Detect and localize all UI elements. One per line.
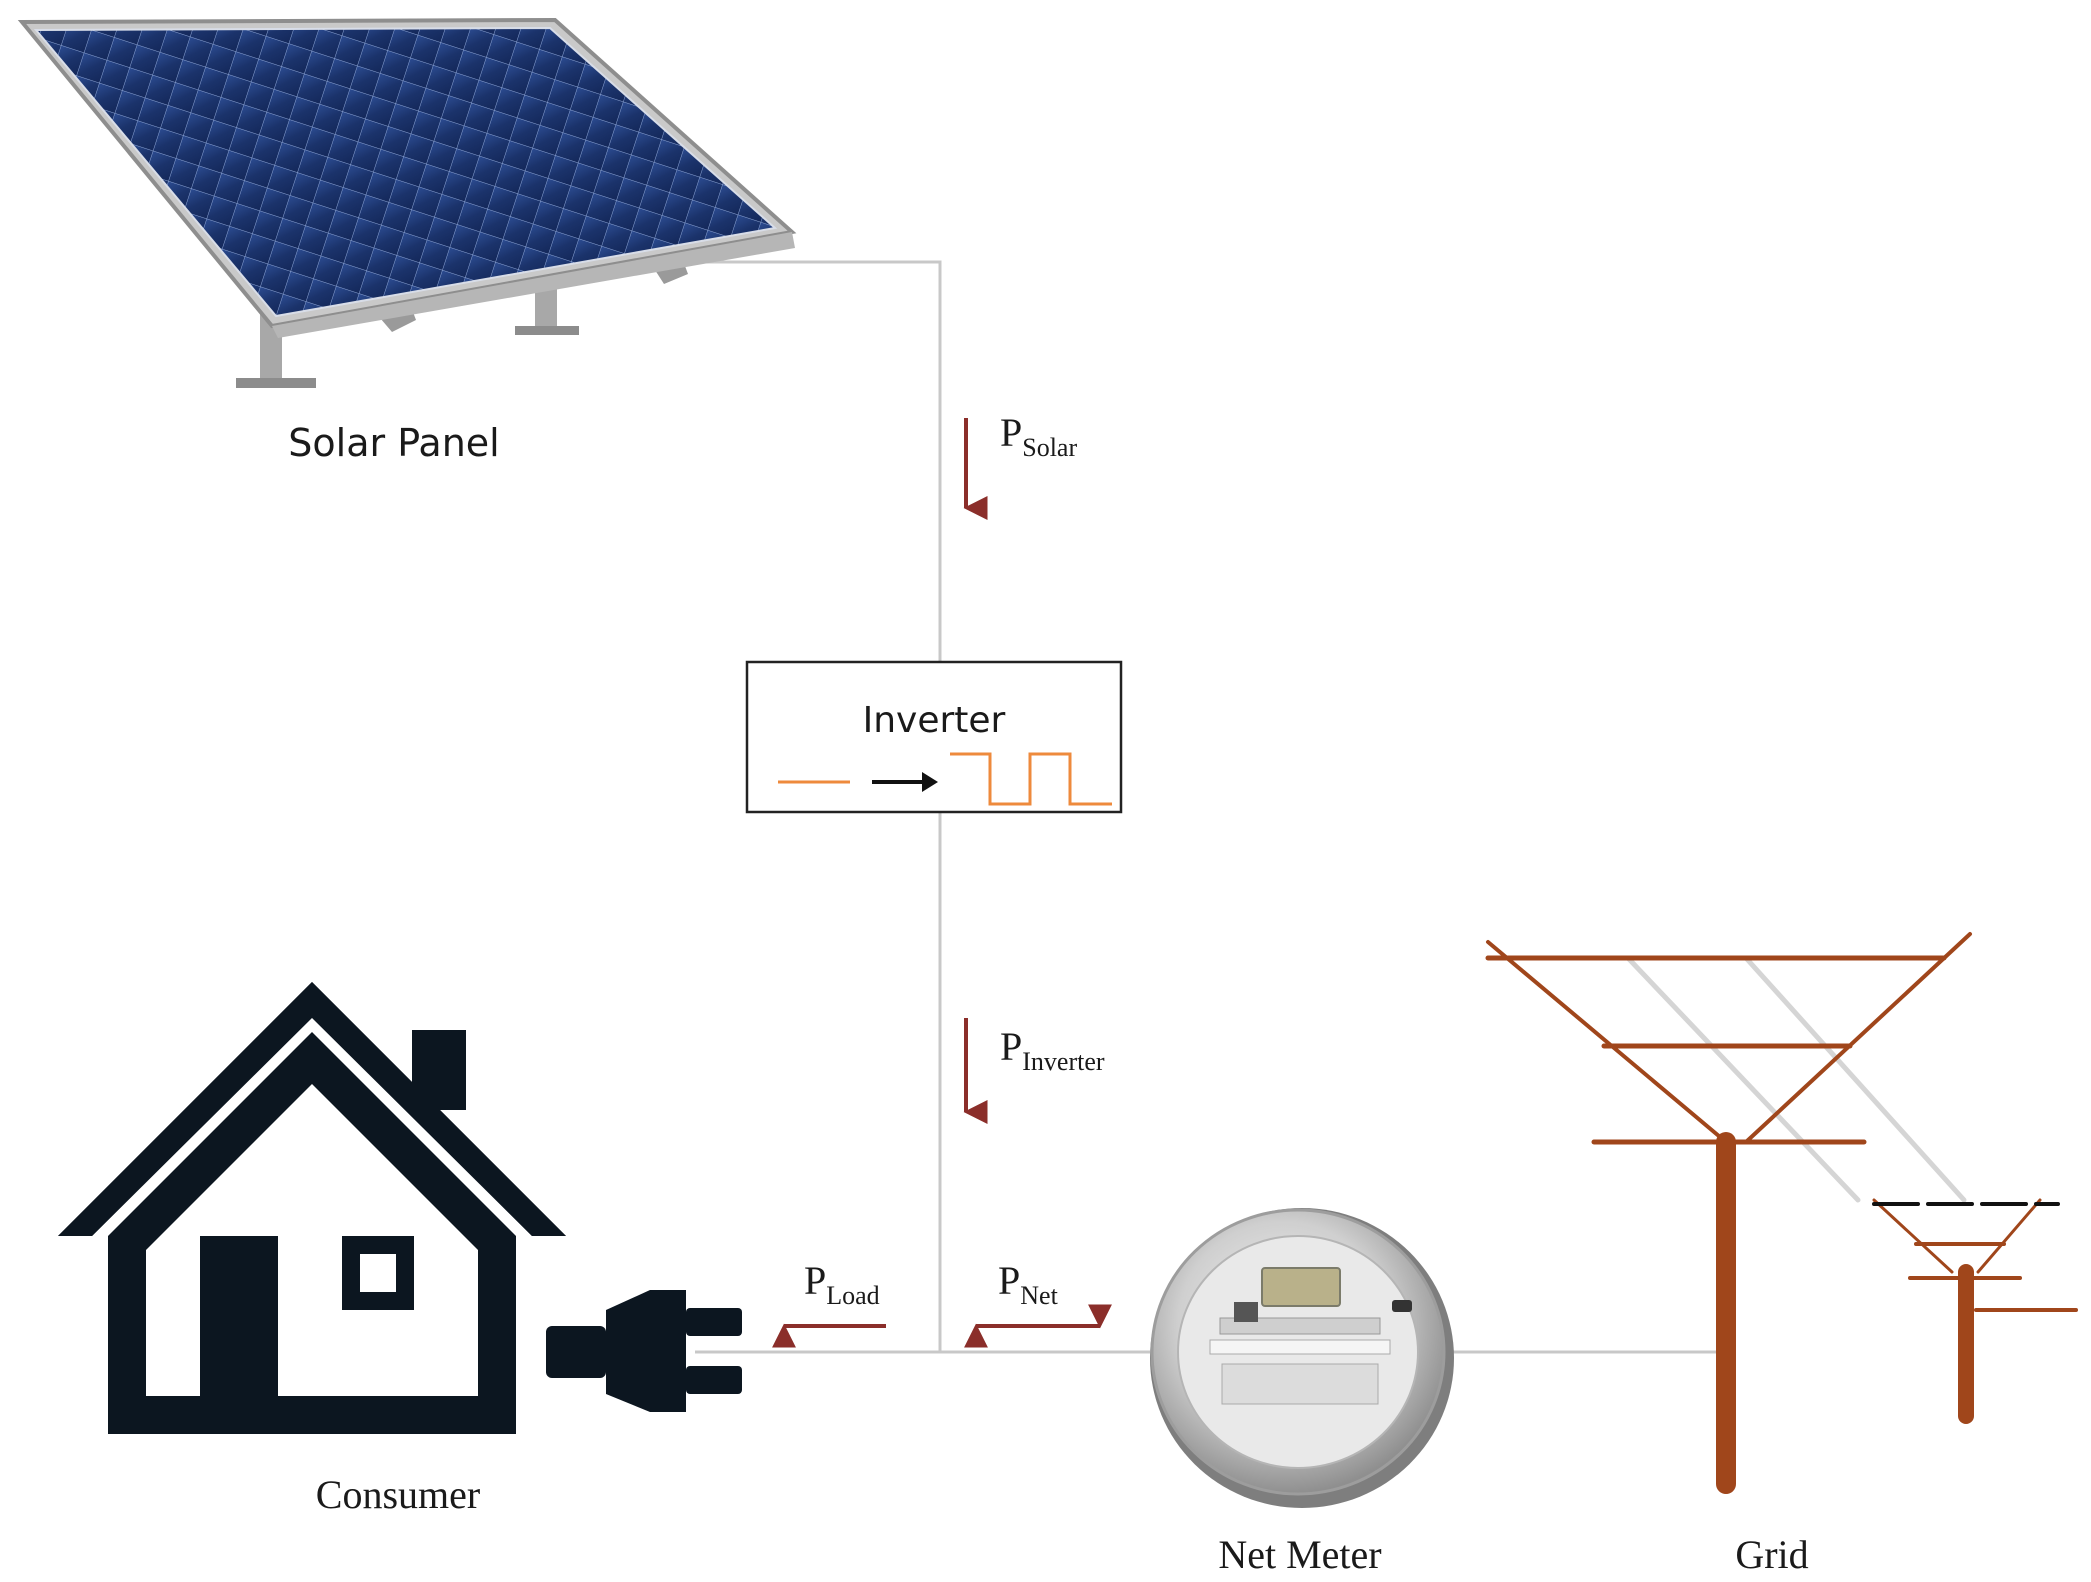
solar-panel-label: Solar Panel [288,421,499,465]
utility-pole-icon [1485,932,2078,1494]
ac-square-wave-icon [950,752,1112,806]
wire-panel-to-inverter [680,260,942,662]
p-load-main: P [804,1258,826,1303]
p-solar-label: PSolar [1000,410,1077,462]
p-inverter-label: PInverter [1000,1024,1105,1076]
consumer-label: Consumer [316,1472,480,1517]
p-net-sub: Net [1020,1281,1058,1310]
p-solar-main: P [1000,410,1022,455]
p-inverter-main: P [1000,1024,1022,1069]
arrow-right-icon [872,772,938,792]
plug-icon [546,1290,742,1412]
wires [680,260,1720,1354]
p-net-label: PNet [998,1258,1059,1310]
p-solar-sub: Solar [1022,433,1077,462]
p-load-label: PLoad [804,1258,880,1310]
inverter-label: Inverter [863,700,1006,741]
net-meter-icon [1150,1208,1454,1508]
solar-panel-icon [17,17,797,388]
p-net-main: P [998,1258,1020,1303]
p-load-sub: Load [826,1281,879,1310]
house-icon [58,982,566,1434]
inverter-box: Inverter [745,660,1123,814]
net-meter-label: Net Meter [1218,1532,1381,1577]
grid-label: Grid [1735,1532,1808,1577]
p-inverter-sub: Inverter [1022,1047,1105,1076]
